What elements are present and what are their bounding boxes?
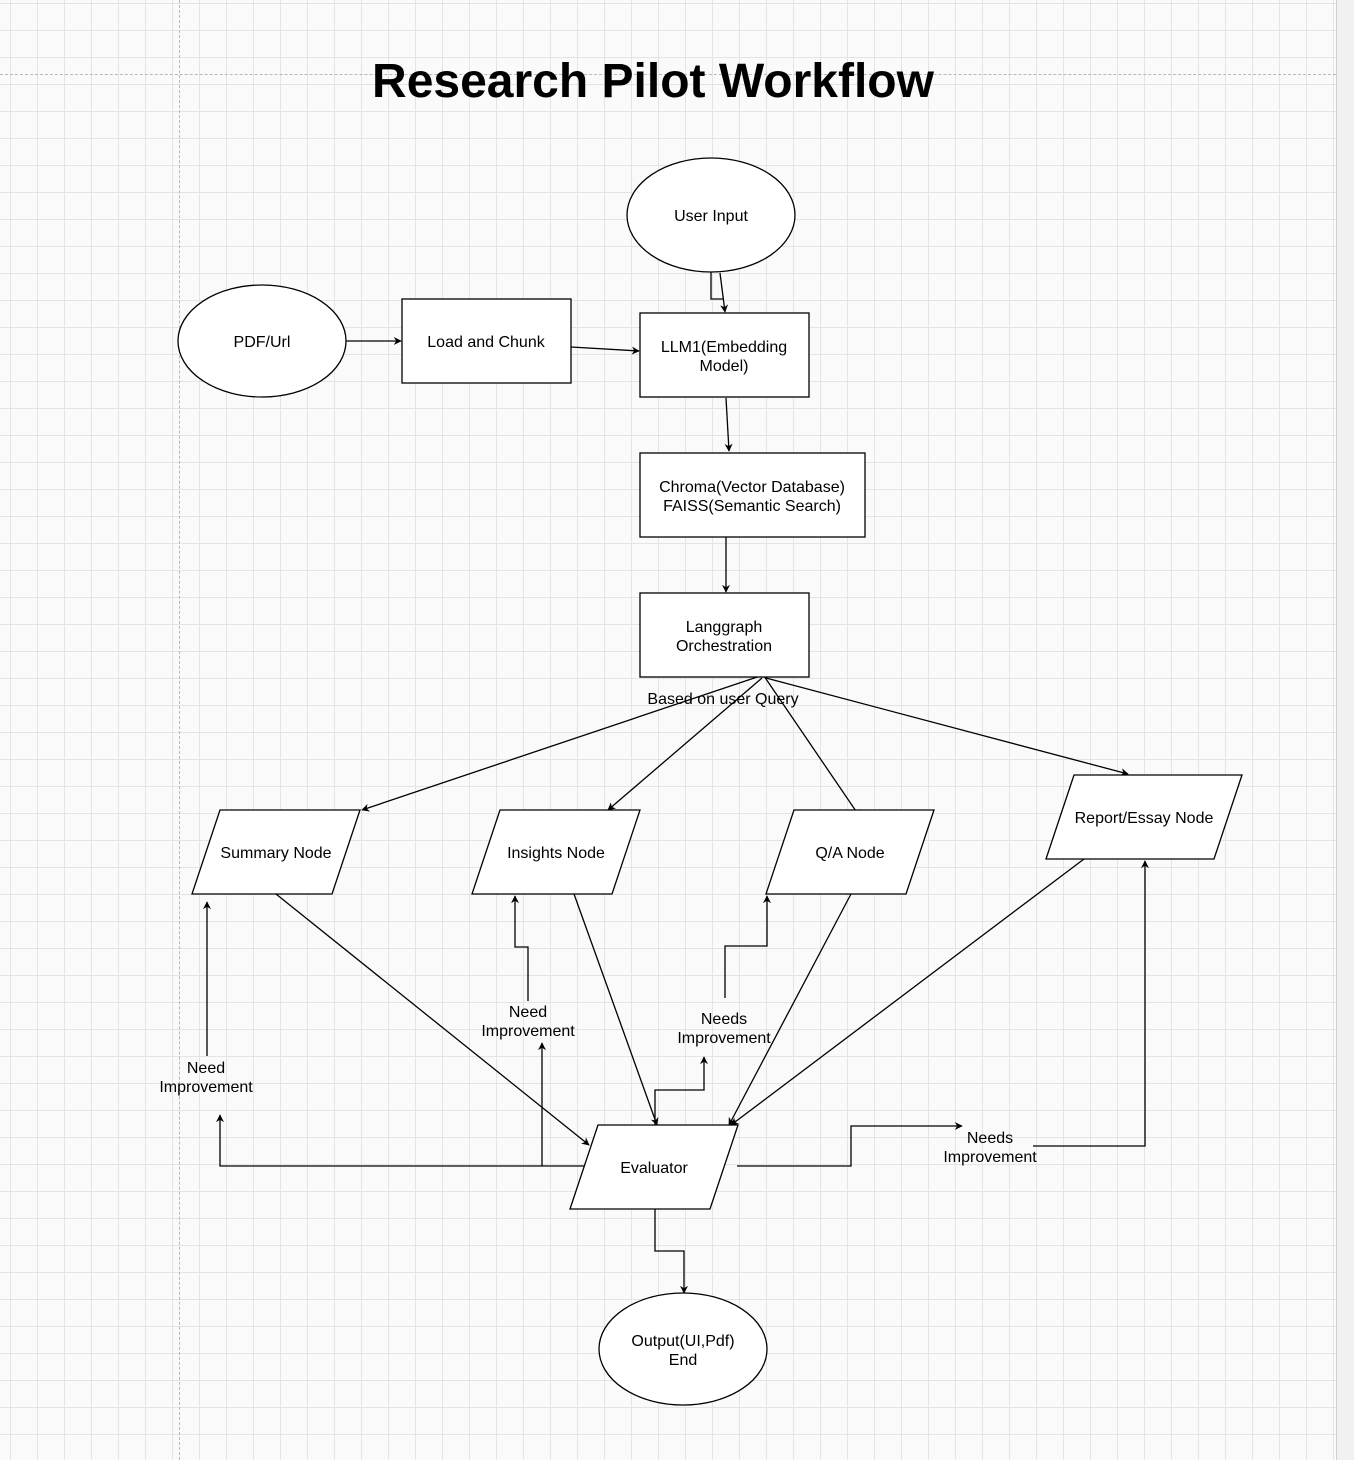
edge-eval-summary-feedback-a[interactable] [216,1114,586,1167]
node-chroma[interactable]: Chroma(Vector Database) FAISS(Semantic S… [639,452,866,538]
edge-label-insights-1: Need [509,1004,547,1021]
node-evaluator-label: Evaluator [620,1160,688,1177]
diagram-title: Research Pilot Workflow [372,55,934,108]
canvas-scrollbar[interactable] [1336,0,1354,1460]
edge-eval-report-feedback-b[interactable] [1033,860,1149,1147]
node-user-input[interactable]: User Input [626,157,796,273]
node-llm1[interactable]: LLM1(Embedding Model) [639,312,810,398]
edge-qa-evaluator[interactable] [728,893,852,1126]
edge-userinput-llm1-b[interactable] [719,272,729,313]
edge-label-qa-2: Improvement [677,1030,771,1047]
edge-report-evaluator[interactable] [730,858,1085,1126]
node-load-chunk[interactable]: Load and Chunk [401,298,572,384]
edge-summary-evaluator[interactable] [275,893,590,1146]
edges [203,272,1149,1294]
edge-userinput-llm1[interactable] [710,272,724,300]
edge-langgraph-qa[interactable] [763,675,861,818]
edge-eval-report-feedback-a[interactable] [737,1122,963,1167]
edge-label-report-1: Needs [967,1130,1013,1147]
edge-load-llm1[interactable] [570,346,640,355]
node-pdf-url-label: PDF/Url [234,334,291,351]
edge-insights-evaluator[interactable] [573,893,659,1126]
edge-label-insights-2: Improvement [481,1023,575,1040]
node-llm1-label-1: LLM1(Embedding [661,339,787,356]
edge-langgraph-insights[interactable] [607,677,763,811]
node-insights-label: Insights Node [507,845,605,862]
node-langgraph-label-2: Orchestration [676,638,772,655]
node-summary-label: Summary Node [220,845,331,862]
node-output-label-1: Output(UI,Pdf) [631,1333,734,1350]
node-pdf-url[interactable]: PDF/Url [177,284,347,398]
node-summary[interactable]: Summary Node [191,809,361,895]
node-output-label-2: End [669,1352,697,1369]
node-report-label: Report/Essay Node [1075,810,1214,827]
edge-eval-qa-feedback-b[interactable] [724,895,771,998]
page-break-horizontal [0,74,1336,75]
node-output[interactable]: Output(UI,Pdf) End [598,1292,768,1406]
node-user-input-label: User Input [674,208,748,225]
edge-llm1-chroma[interactable] [724,397,733,452]
edge-label-summary-1: Need [187,1060,225,1077]
node-langgraph[interactable]: Langgraph Orchestration [639,592,810,678]
edge-label-qa-1: Needs [701,1011,747,1028]
node-qa[interactable]: Q/A Node [765,809,935,895]
edge-label-based-on-query: Based on user Query [647,691,798,708]
node-report[interactable]: Report/Essay Node [1045,774,1243,860]
edge-langgraph-summary[interactable] [361,673,767,812]
edge-label-report-2: Improvement [943,1149,1037,1166]
node-chroma-label-1: Chroma(Vector Database) [659,479,845,496]
edge-evaluator-output[interactable] [654,1209,688,1294]
node-evaluator[interactable]: Evaluator [569,1124,739,1210]
edge-eval-insights-feedback-b[interactable] [511,895,529,1001]
node-langgraph-label-1: Langgraph [686,619,763,636]
page-break-vertical [179,0,180,1460]
edge-eval-qa-feedback-a[interactable] [654,1056,708,1125]
node-load-chunk-label: Load and Chunk [427,334,545,351]
edge-langgraph-report[interactable] [765,677,1129,777]
edge-label-summary-2: Improvement [159,1079,253,1096]
node-qa-label: Q/A Node [815,845,884,862]
node-chroma-label-2: FAISS(Semantic Search) [663,498,841,515]
node-insights[interactable]: Insights Node [471,809,641,895]
node-llm1-label-2: Model) [700,358,749,375]
